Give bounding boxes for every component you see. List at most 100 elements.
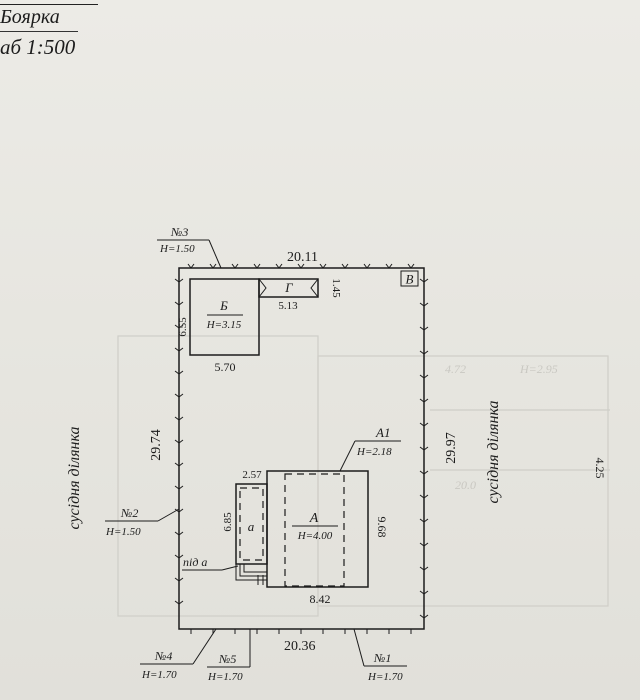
fence-tick	[174, 324, 180, 329]
marker-5: №5 Н=1.70	[207, 629, 251, 683]
fence-tick	[419, 398, 425, 403]
fence-tick	[178, 462, 184, 467]
fence-tick	[178, 439, 184, 444]
annex-a1-height: Н=2.18	[356, 446, 392, 458]
fence-tick	[174, 600, 180, 605]
fence-tick	[174, 577, 180, 582]
fence-tick	[407, 263, 412, 269]
fence-tick	[212, 263, 217, 269]
fence-tick	[190, 263, 195, 269]
show-through-lines	[117, 335, 610, 617]
annex-a-label: а	[248, 519, 255, 534]
fence-tick	[419, 374, 425, 379]
fence-tick	[419, 470, 425, 475]
fence-tick	[178, 554, 184, 559]
fence-tick	[234, 263, 239, 269]
show-through-text: 4.25	[593, 458, 607, 479]
fence-tick	[174, 554, 180, 559]
fence-tick	[419, 566, 425, 571]
fence-tick	[174, 485, 180, 490]
plot-dim-bottom: 20.36	[284, 639, 316, 654]
side-label-left: сусідня ділянка	[66, 426, 83, 529]
annex-a-side: 6.85	[222, 512, 234, 532]
fence-tick	[178, 531, 184, 536]
header-rule	[0, 4, 98, 6]
fence-tick	[174, 347, 180, 352]
fence-tick	[174, 439, 180, 444]
fence-tick	[423, 326, 429, 331]
fence-tick	[178, 600, 184, 605]
fence-tick	[419, 350, 425, 355]
fence-tick	[174, 531, 180, 536]
building-g-side: 1.45	[330, 278, 342, 298]
marker-2-height: Н=1.50	[105, 526, 141, 538]
fence-tick	[419, 494, 425, 499]
marker-1-height: Н=1.70	[367, 671, 403, 683]
fence-tick	[423, 590, 429, 595]
fence-tick	[423, 350, 429, 355]
fence-tick	[178, 508, 184, 513]
fence-tick	[423, 422, 429, 427]
title-underline	[0, 31, 78, 33]
fence-tick	[423, 374, 429, 379]
scale-label: аб 1:500	[0, 35, 76, 59]
building-b-label: Б	[219, 298, 228, 313]
fence-tick	[178, 370, 184, 375]
fence-tick	[366, 263, 371, 269]
marker-3-label: №3	[170, 225, 188, 239]
fence-tick	[256, 263, 261, 269]
plot-dim-right: 29.97	[444, 432, 459, 464]
fence-tick	[231, 263, 236, 269]
fence-tick	[275, 263, 280, 269]
fence-tick	[388, 263, 393, 269]
fence-tick	[187, 263, 192, 269]
fence-tick	[178, 485, 184, 490]
fence-ticks	[174, 263, 429, 634]
marker-3: №3 Н=1.50	[157, 225, 222, 269]
fence-tick	[174, 416, 180, 421]
fence-tick	[423, 278, 429, 283]
location-title: Боярка	[0, 6, 60, 28]
fence-tick	[209, 263, 214, 269]
fence-tick	[423, 302, 429, 307]
building-a-height: Н=4.00	[297, 530, 333, 542]
fence-tick	[423, 494, 429, 499]
annex-a-width: 2.57	[242, 469, 262, 481]
fence-tick	[423, 446, 429, 451]
fence-tick	[423, 614, 429, 619]
marker-4-height: Н=1.70	[141, 669, 177, 681]
annex-a1-label: А1	[375, 425, 390, 440]
fence-tick	[178, 278, 184, 283]
fence-tick	[419, 302, 425, 307]
fence-tick	[178, 416, 184, 421]
fence-tick	[178, 577, 184, 582]
building-g: Г 5.13 1.45	[258, 278, 342, 312]
fence-tick	[363, 263, 368, 269]
porch-label: під а	[183, 555, 207, 569]
fence-tick	[419, 614, 425, 619]
building-a-label: А	[309, 511, 319, 526]
fence-tick	[344, 263, 349, 269]
marker-5-label: №5	[218, 652, 236, 666]
building-b-height: Н=3.15	[206, 319, 242, 331]
marker-1: №1 Н=1.70	[353, 628, 407, 683]
fence-tick	[423, 566, 429, 571]
side-label-right: сусідня ділянка	[485, 400, 502, 503]
fence-tick	[174, 278, 180, 283]
fence-tick	[278, 263, 283, 269]
building-b-side: 6.55	[177, 317, 189, 337]
building-b-width: 5.70	[215, 360, 236, 374]
fence-tick	[253, 263, 258, 269]
plot-letter: В	[406, 272, 414, 287]
plot-letter-box	[400, 270, 419, 287]
fence-tick	[423, 398, 429, 403]
fence-tick	[419, 446, 425, 451]
show-through-text: 20.0	[455, 478, 476, 492]
building-a-width: 8.42	[310, 592, 331, 606]
building-g-width: 5.13	[278, 300, 298, 312]
marker-5-height: Н=1.70	[207, 671, 243, 683]
building-b: Б Н=3.15 5.70 6.55	[177, 278, 260, 374]
fence-tick	[419, 278, 425, 283]
fence-tick	[174, 370, 180, 375]
